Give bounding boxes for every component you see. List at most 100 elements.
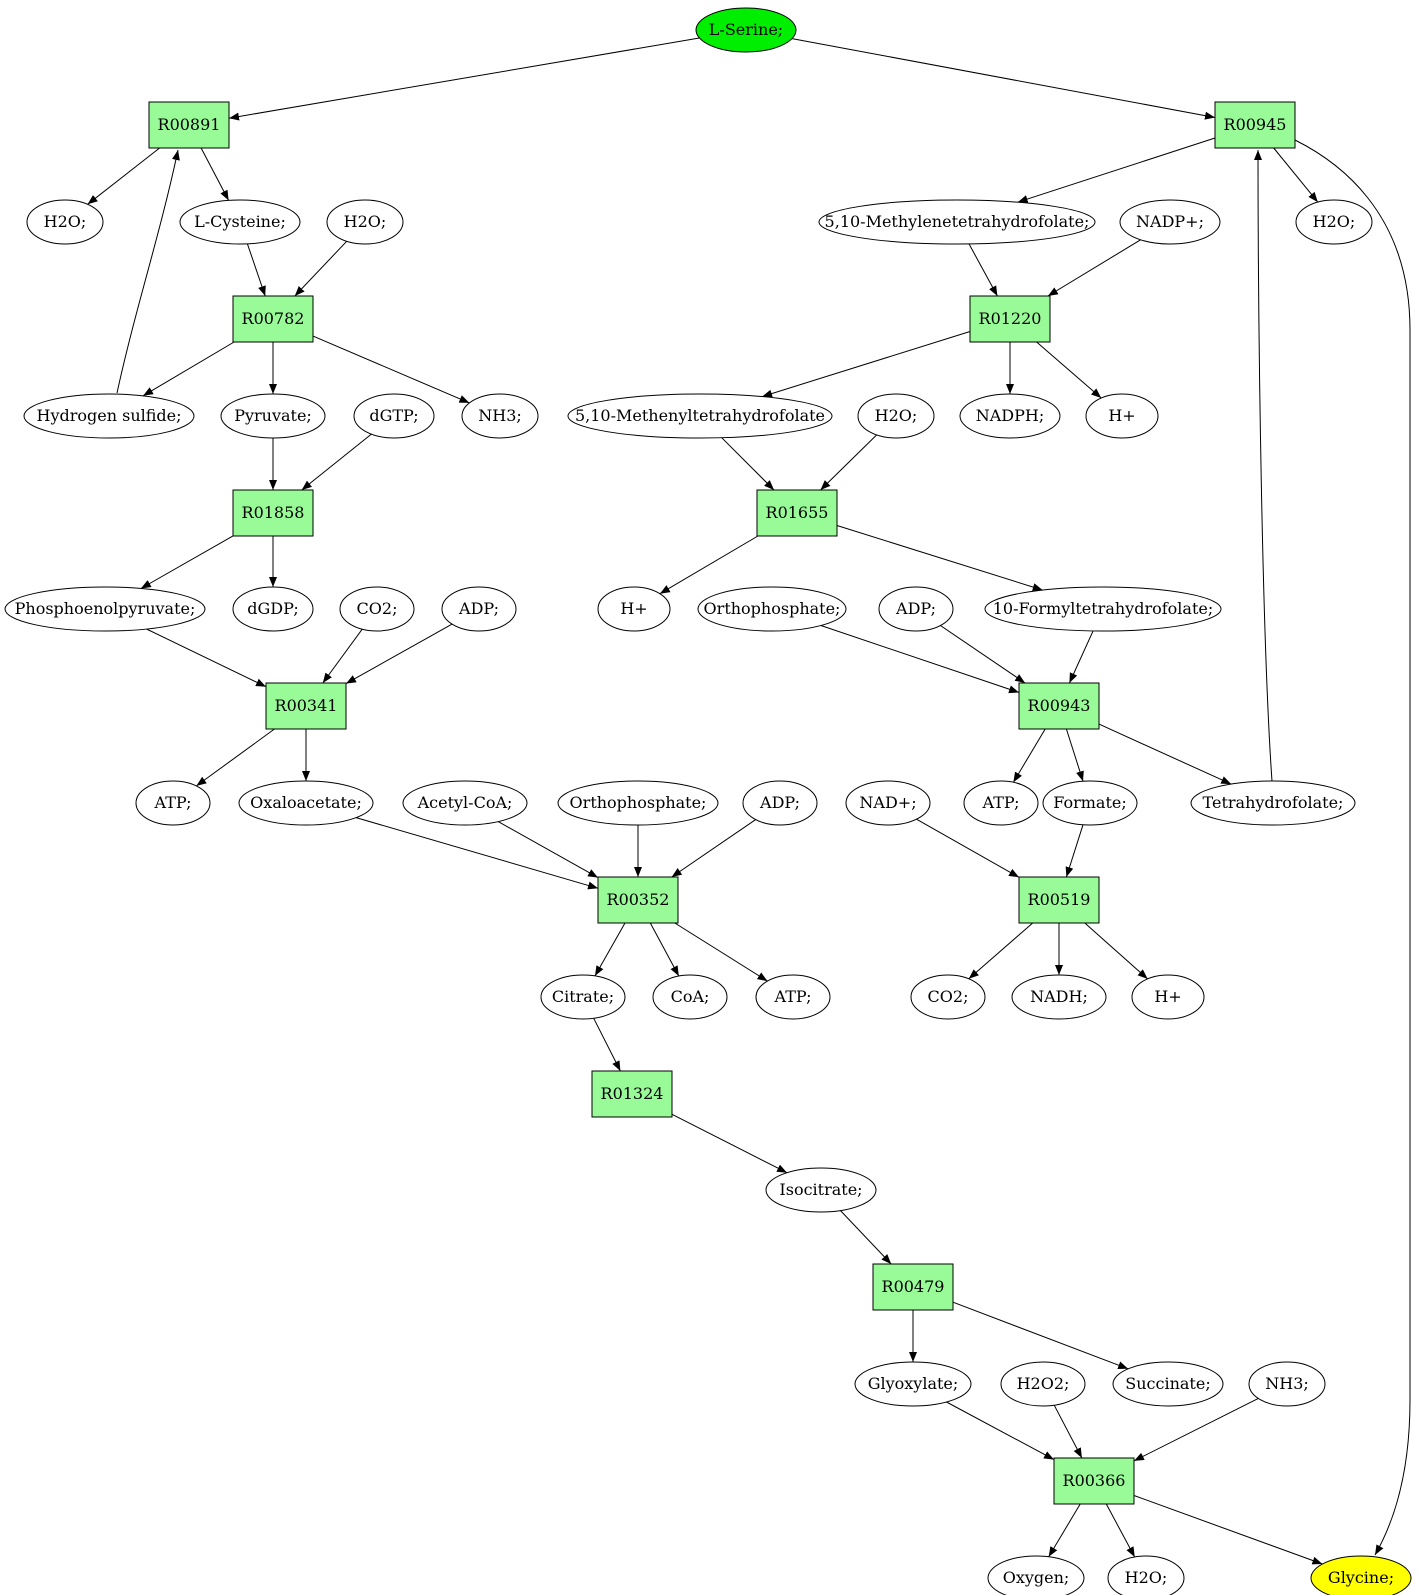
compound-node-nh3_a[interactable]: NH3; [461,393,539,439]
compound-node-oxygen[interactable]: Oxygen; [987,1555,1085,1595]
compound-node-formate[interactable]: Formate; [1042,780,1138,826]
reaction-node-r01655[interactable]: R01655 [756,489,838,537]
compound-node-atp_c[interactable]: ATP; [755,974,831,1020]
compound-node-nad[interactable]: NAD+; [845,780,931,826]
compound-node-cys[interactable]: L-Cysteine; [179,199,301,245]
node-label: R00782 [242,309,305,328]
compound-ellipse [1000,1361,1086,1407]
compound-node-adp_c[interactable]: ADP; [742,780,818,826]
edge-fthf-to-r00943 [1068,630,1094,684]
compound-node-hplus_b[interactable]: H+ [597,586,671,632]
compound-node-co2_b[interactable]: CO2; [910,974,986,1020]
compound-ellipse [878,586,954,632]
compound-node-h2s[interactable]: Hydrogen sulfide; [23,393,195,439]
compound-node-h2o_b[interactable]: H2O; [326,199,404,245]
compound-node-orth_a[interactable]: Orthophosphate; [697,586,847,632]
compound-node-thf[interactable]: Tetrahydrofolate; [1190,780,1356,826]
compound-ellipse [1085,393,1159,439]
edge-r01220-to-methf [761,331,971,398]
compound-node-pep[interactable]: Phosphoenolpyruvate; [4,586,206,632]
node-label: Pyruvate; [234,406,312,425]
edge-h2o_b-to-r00782 [294,240,348,297]
compound-node-pyr[interactable]: Pyruvate; [220,393,326,439]
node-label: dGDP; [247,599,298,618]
compound-ellipse [557,780,719,826]
edge-cys-to-r00782 [246,243,266,297]
compound-node-dgdp[interactable]: dGDP; [232,586,314,632]
compound-node-nadph[interactable]: NADPH; [959,393,1061,439]
compound-node-adp_a[interactable]: ADP; [441,586,517,632]
node-label: R00891 [158,115,221,134]
reaction-node-r00479[interactable]: R00479 [872,1263,954,1311]
reaction-box [597,876,679,924]
reaction-node-r01220[interactable]: R01220 [969,295,1051,343]
compound-node-methf[interactable]: 5,10-Methenyltetrahydrofolate [567,393,833,439]
node-label: H2O; [1313,212,1356,231]
edge-adp_b-to-r00943 [940,625,1026,684]
compound-node-h2o2[interactable]: H2O2; [1000,1361,1086,1407]
compound-node-glyoxylate[interactable]: Glyoxylate; [854,1361,972,1407]
reaction-node-r00891[interactable]: R00891 [148,101,230,149]
compound-node-citrate[interactable]: Citrate; [540,974,626,1020]
edge-r00519-to-co2_b [968,922,1034,980]
compound-node-h2o_c[interactable]: H2O; [1295,199,1373,245]
compound-node-nadp[interactable]: NADP+; [1119,199,1221,245]
compound-ellipse [26,199,104,245]
compound-ellipse [963,780,1039,826]
compound-node-succinate[interactable]: Succinate; [1112,1361,1224,1407]
node-label: ATP; [154,793,192,812]
edge-h2o2-to-r00366 [1053,1404,1083,1459]
compound-node-orth_b[interactable]: Orthophosphate; [557,780,719,826]
compound-node-acoa[interactable]: Acetyl-CoA; [402,780,528,826]
node-label: CO2; [928,987,969,1006]
compound-ellipse [540,974,626,1020]
compound-ellipse [402,780,528,826]
reaction-node-r00341[interactable]: R00341 [265,682,347,730]
edge-r00891-to-cys [200,147,230,201]
reaction-node-r01858[interactable]: R01858 [232,489,314,537]
compound-node-hplus_a[interactable]: H+ [1085,393,1159,439]
node-label: H2O; [875,406,918,425]
node-label: CoA; [671,987,710,1006]
compound-node-h2o_a[interactable]: H2O; [26,199,104,245]
node-label: H2O; [44,212,87,231]
compound-node-fthf[interactable]: 10-Formyltetrahydrofolate; [984,586,1222,632]
edge-glyoxylate-to-r00366 [946,1401,1055,1461]
compound-node-oaa[interactable]: Oxaloacetate; [238,780,374,826]
reaction-node-r00943[interactable]: R00943 [1018,682,1100,730]
node-label: Formate; [1053,793,1127,812]
compound-node-nh3_b[interactable]: NH3; [1248,1361,1326,1407]
reaction-node-r00945[interactable]: R00945 [1214,101,1296,149]
edge-r00366-to-glycine [1133,1495,1323,1565]
node-label: L-Cysteine; [194,212,286,231]
compound-node-adp_b[interactable]: ADP; [878,586,954,632]
compound-node-glycine[interactable]: Glycine; [1310,1555,1412,1595]
edge-r00479-to-succinate [952,1301,1129,1370]
compound-node-isocitrate[interactable]: Isocitrate; [765,1167,877,1213]
reaction-node-r00352[interactable]: R00352 [597,876,679,924]
compound-node-hplus_c[interactable]: H+ [1131,974,1205,1020]
reaction-box [232,295,314,343]
node-label: H2O; [1125,1568,1168,1587]
compound-node-mthf[interactable]: 5,10-Methylenetetrahydrofolate; [818,199,1096,245]
node-label: R00352 [607,890,670,909]
compound-node-co2_a[interactable]: CO2; [339,586,415,632]
compound-node-ser[interactable]: L-Serine; [695,7,797,53]
compound-node-atp_b[interactable]: ATP; [963,780,1039,826]
node-label: H2O; [344,212,387,231]
compound-node-h2o_e[interactable]: H2O; [1107,1555,1185,1595]
reaction-node-r00519[interactable]: R00519 [1018,876,1100,924]
reaction-node-r00366[interactable]: R00366 [1053,1457,1135,1505]
compound-node-dgtp[interactable]: dGTP; [353,393,435,439]
reaction-node-r01324[interactable]: R01324 [591,1070,673,1118]
edge-r00352-to-citrate [594,922,626,977]
compound-node-atp_a[interactable]: ATP; [135,780,211,826]
edge-h2s-to-r00891 [116,149,180,394]
compound-ellipse [1112,1361,1224,1407]
reaction-node-r00782[interactable]: R00782 [232,295,314,343]
compound-node-coa[interactable]: CoA; [652,974,728,1020]
node-label: R01324 [601,1084,664,1103]
compound-node-nadh[interactable]: NADH; [1011,974,1107,1020]
compound-node-h2o_d[interactable]: H2O; [857,393,935,439]
